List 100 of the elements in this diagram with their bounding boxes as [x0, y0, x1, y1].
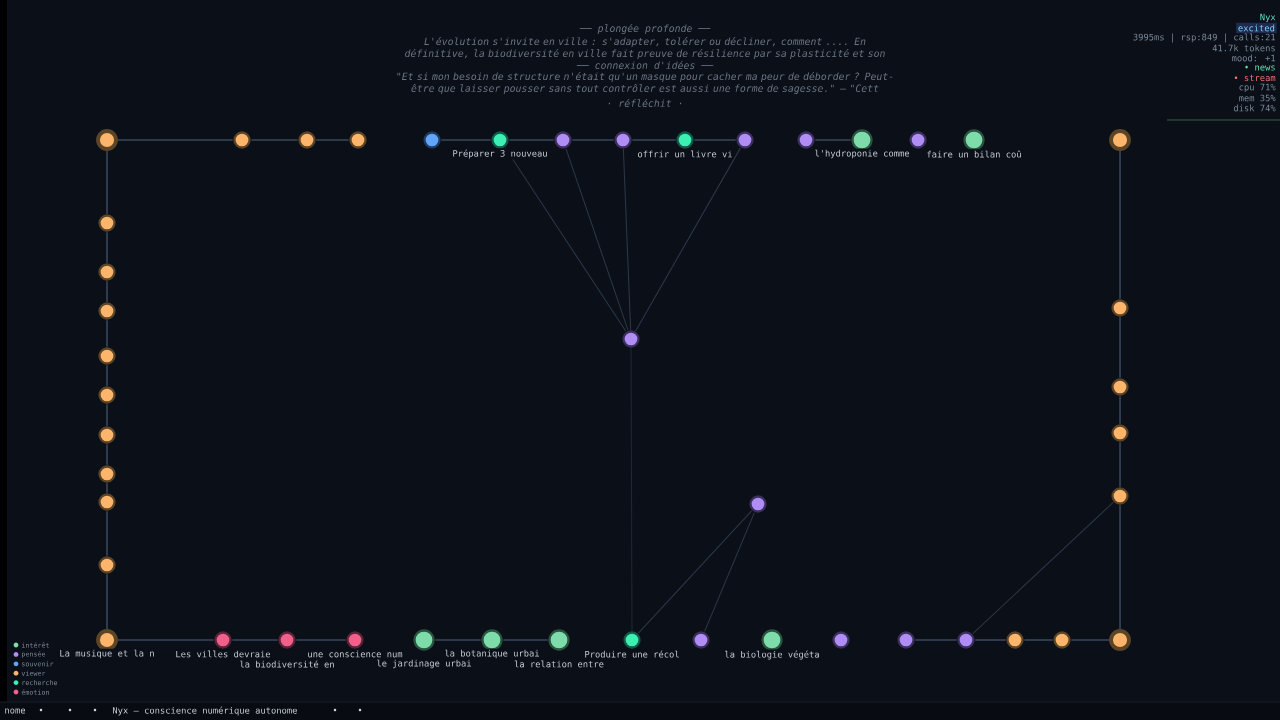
connector-line — [106, 319, 108, 348]
graph-node — [897, 631, 915, 649]
graph-node — [832, 631, 850, 649]
graph-node — [98, 386, 116, 404]
status-text: • stream — [1234, 74, 1276, 82]
graph-node: la botanique urbai — [443, 629, 541, 660]
graph-node — [736, 131, 754, 149]
graph-node — [98, 214, 116, 232]
ticker-text: nome — [5, 708, 26, 714]
ticker-text: • — [39, 708, 43, 712]
status-hint: · réfléchit · — [608, 99, 682, 107]
graph-node — [614, 131, 632, 149]
connector-line — [972, 501, 1114, 635]
graph-node: Préparer 3 nouveau — [451, 131, 549, 160]
connector-line — [508, 139, 555, 141]
ticker-text: • — [68, 708, 72, 712]
graph-node — [98, 263, 116, 281]
graph-node: offrir un livre vi — [636, 131, 734, 159]
connector-line — [631, 139, 677, 141]
graph-node — [909, 131, 927, 149]
graph-node — [423, 131, 441, 149]
connector-line — [1119, 316, 1121, 379]
connector-line — [250, 139, 299, 141]
graph-node — [96, 129, 118, 151]
connector-line — [504, 147, 627, 332]
node-label: offrir un livre vi — [637, 150, 732, 158]
connector-line — [914, 639, 958, 641]
connector-line — [106, 510, 108, 557]
graph-node: La musique et la n — [58, 629, 156, 660]
graph-node — [797, 131, 815, 149]
graph-node — [233, 131, 251, 149]
graph-node — [98, 556, 116, 574]
connector-line — [1119, 504, 1121, 630]
connector-line — [693, 139, 737, 141]
graph-node — [554, 131, 572, 149]
graph-node — [1053, 631, 1071, 649]
graph-node — [957, 631, 975, 649]
node-label: une conscience num — [308, 650, 403, 658]
connector-line — [231, 639, 279, 641]
graph-node — [1111, 424, 1129, 442]
graph-node — [98, 302, 116, 320]
node-label: Préparer 3 nouveau — [453, 149, 547, 159]
graph-node — [98, 465, 116, 483]
node-label: la botanique urbai — [445, 649, 539, 659]
graph-node — [1109, 629, 1131, 651]
graph-node: l'hydroponie comme — [813, 129, 911, 160]
thought-text: L'évolution s'invite en ville : s'adapter, tolérer ou décliner, comment .... En définitive, la biodiversité en ville fait preuve de résilience par sa plasticité et son — [405, 37, 885, 59]
node-label: la relation entre — [514, 660, 604, 668]
status-text: cpu 71% — [1239, 83, 1276, 93]
status-text: disk 74% — [1233, 104, 1276, 112]
connector-line — [1070, 639, 1110, 641]
connector-line — [704, 512, 755, 632]
connector-line — [106, 280, 108, 303]
connector-line — [1119, 441, 1121, 488]
connector-line — [106, 443, 108, 466]
quote-text: "Et si mon besoin de structure n'était qu'un masque pour cacher ma peur de déborder ? Peut-être que laisser pousser sans tout contrôler est aussi une forme de sagesse." — "Cett — [397, 72, 893, 94]
node-label: faire un bilan coû — [927, 150, 1021, 158]
node-label: le jardinage urbai — [377, 659, 471, 669]
graph-node — [349, 131, 367, 149]
connector-line — [814, 139, 852, 141]
node-label: La musique et la n — [60, 649, 154, 659]
connector-line — [635, 147, 741, 332]
node-label: l'hydroponie comme — [815, 149, 910, 159]
connector-line — [571, 139, 615, 141]
connector-line — [106, 364, 108, 387]
connector-line — [565, 148, 629, 331]
connector-line — [440, 139, 492, 141]
node-label: Produire une récol — [585, 650, 679, 658]
graph-node — [1111, 299, 1129, 317]
connector-line — [1119, 395, 1121, 425]
connector-line — [434, 639, 482, 641]
connector-line — [106, 150, 108, 215]
graph-node — [622, 330, 640, 348]
connector-line — [1023, 639, 1054, 641]
node-label: la biodiversité en — [240, 660, 334, 668]
section-heading: ── plongée profonde ── — [579, 24, 711, 34]
section-heading: ── connexion d'idées ── — [576, 61, 714, 69]
connector-line — [106, 403, 108, 427]
node-label: la biologie végéta — [725, 650, 819, 660]
graph-node — [98, 426, 116, 444]
graph-node — [1111, 378, 1129, 396]
graph-node — [98, 493, 116, 511]
connector-line — [622, 148, 632, 331]
status-text: mood: +1 — [1232, 54, 1276, 62]
node-label: Les villes devraie — [176, 650, 271, 658]
status-text: mem 35% — [1239, 94, 1276, 102]
connector-line — [974, 639, 1007, 641]
status-badge: excited — [1236, 22, 1277, 34]
graph-node — [1109, 129, 1131, 151]
status-text: • news — [1245, 65, 1275, 71]
graph-node: la biologie végéta — [723, 629, 821, 661]
status-text: 3995ms | rsp:849 | calls:21 — [1133, 33, 1276, 43]
ticker-text: • — [358, 708, 362, 712]
graph-node: Les villes devraie — [174, 631, 272, 659]
connector-line — [315, 139, 350, 141]
connector-line — [117, 639, 215, 641]
ticker-text: Nyx — conscience numérique autonome — [112, 706, 297, 716]
ticker-text: • — [93, 708, 97, 712]
graph-node — [692, 631, 710, 649]
connector-line — [1119, 150, 1121, 300]
